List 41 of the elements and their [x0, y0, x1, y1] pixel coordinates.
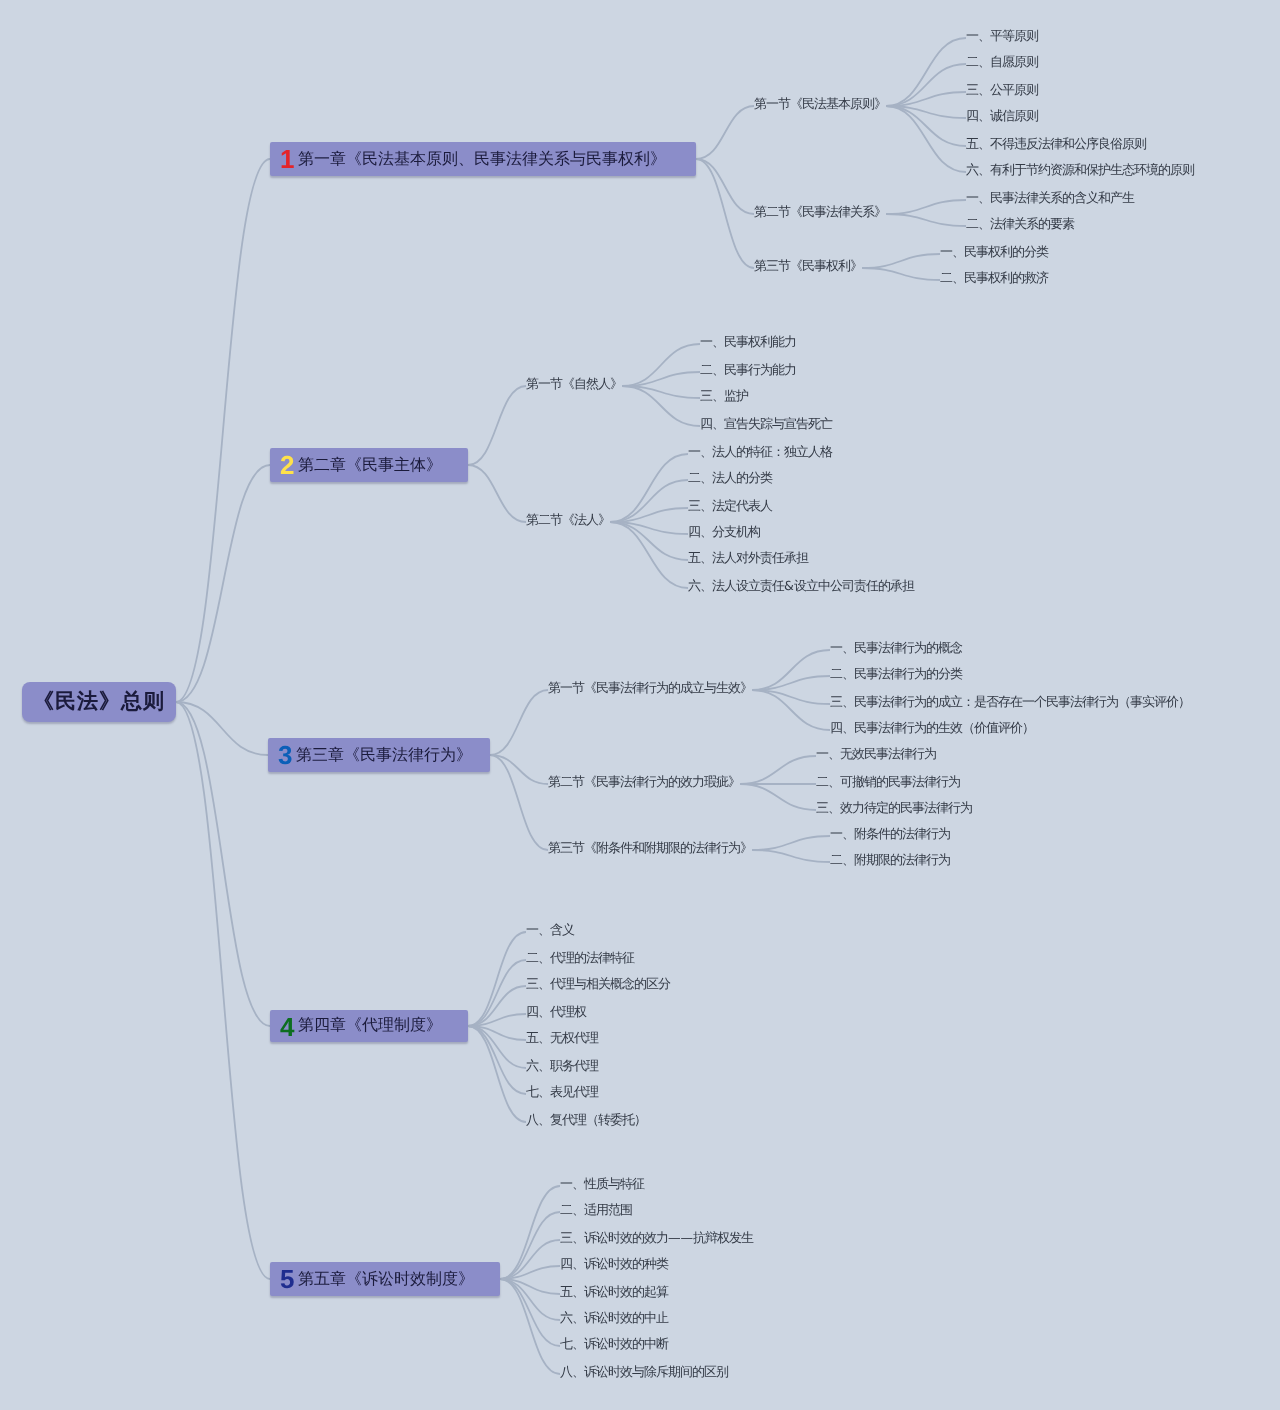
branch-line	[695, 158, 755, 269]
chapter-title: 第五章《诉讼时效制度》	[298, 1269, 475, 1289]
branch-line	[175, 158, 271, 703]
branch-line	[489, 754, 549, 785]
branch-line	[499, 1278, 561, 1375]
branch-line	[739, 783, 817, 811]
chapter-number: 4	[280, 1013, 295, 1039]
chapter-number: 5	[280, 1266, 295, 1292]
chapter-number: 1	[280, 146, 295, 172]
chapter-number: 3	[278, 742, 293, 768]
branch-line	[751, 689, 831, 731]
chapter-box	[270, 1262, 500, 1296]
branch-line	[175, 464, 271, 703]
chapter-box	[270, 448, 468, 482]
branch-line	[175, 701, 271, 1280]
chapter-title: 第二章《民事主体》	[298, 455, 443, 475]
chapter-box	[268, 738, 490, 772]
branch-line	[885, 105, 967, 147]
topic-box: 《民法》总则	[22, 682, 176, 722]
branch-line	[467, 464, 527, 523]
branch-line	[621, 385, 701, 427]
chapter-box	[270, 1010, 468, 1042]
chapter-number: 2	[280, 452, 295, 478]
branch-line	[175, 701, 271, 1027]
branch-line	[861, 267, 941, 281]
chapter-title: 第一章《民法基本原则、民事法律关系与民事权利》	[298, 149, 667, 169]
branch-line	[499, 1211, 561, 1280]
branch-line	[695, 158, 755, 215]
branch-line	[885, 213, 967, 227]
branch-line	[175, 701, 269, 756]
chapter-box	[270, 142, 696, 176]
branch-line	[695, 105, 755, 160]
branch-line	[489, 689, 549, 756]
chapter-title: 第三章《民事法律行为》	[296, 745, 473, 765]
branch-line	[489, 754, 549, 851]
branch-line	[467, 959, 527, 1027]
branch-line	[885, 105, 967, 173]
branch-line	[609, 521, 689, 589]
chapter-title: 第四章《代理制度》	[298, 1016, 443, 1036]
branch-line	[467, 1025, 527, 1123]
branch-line	[467, 385, 527, 466]
